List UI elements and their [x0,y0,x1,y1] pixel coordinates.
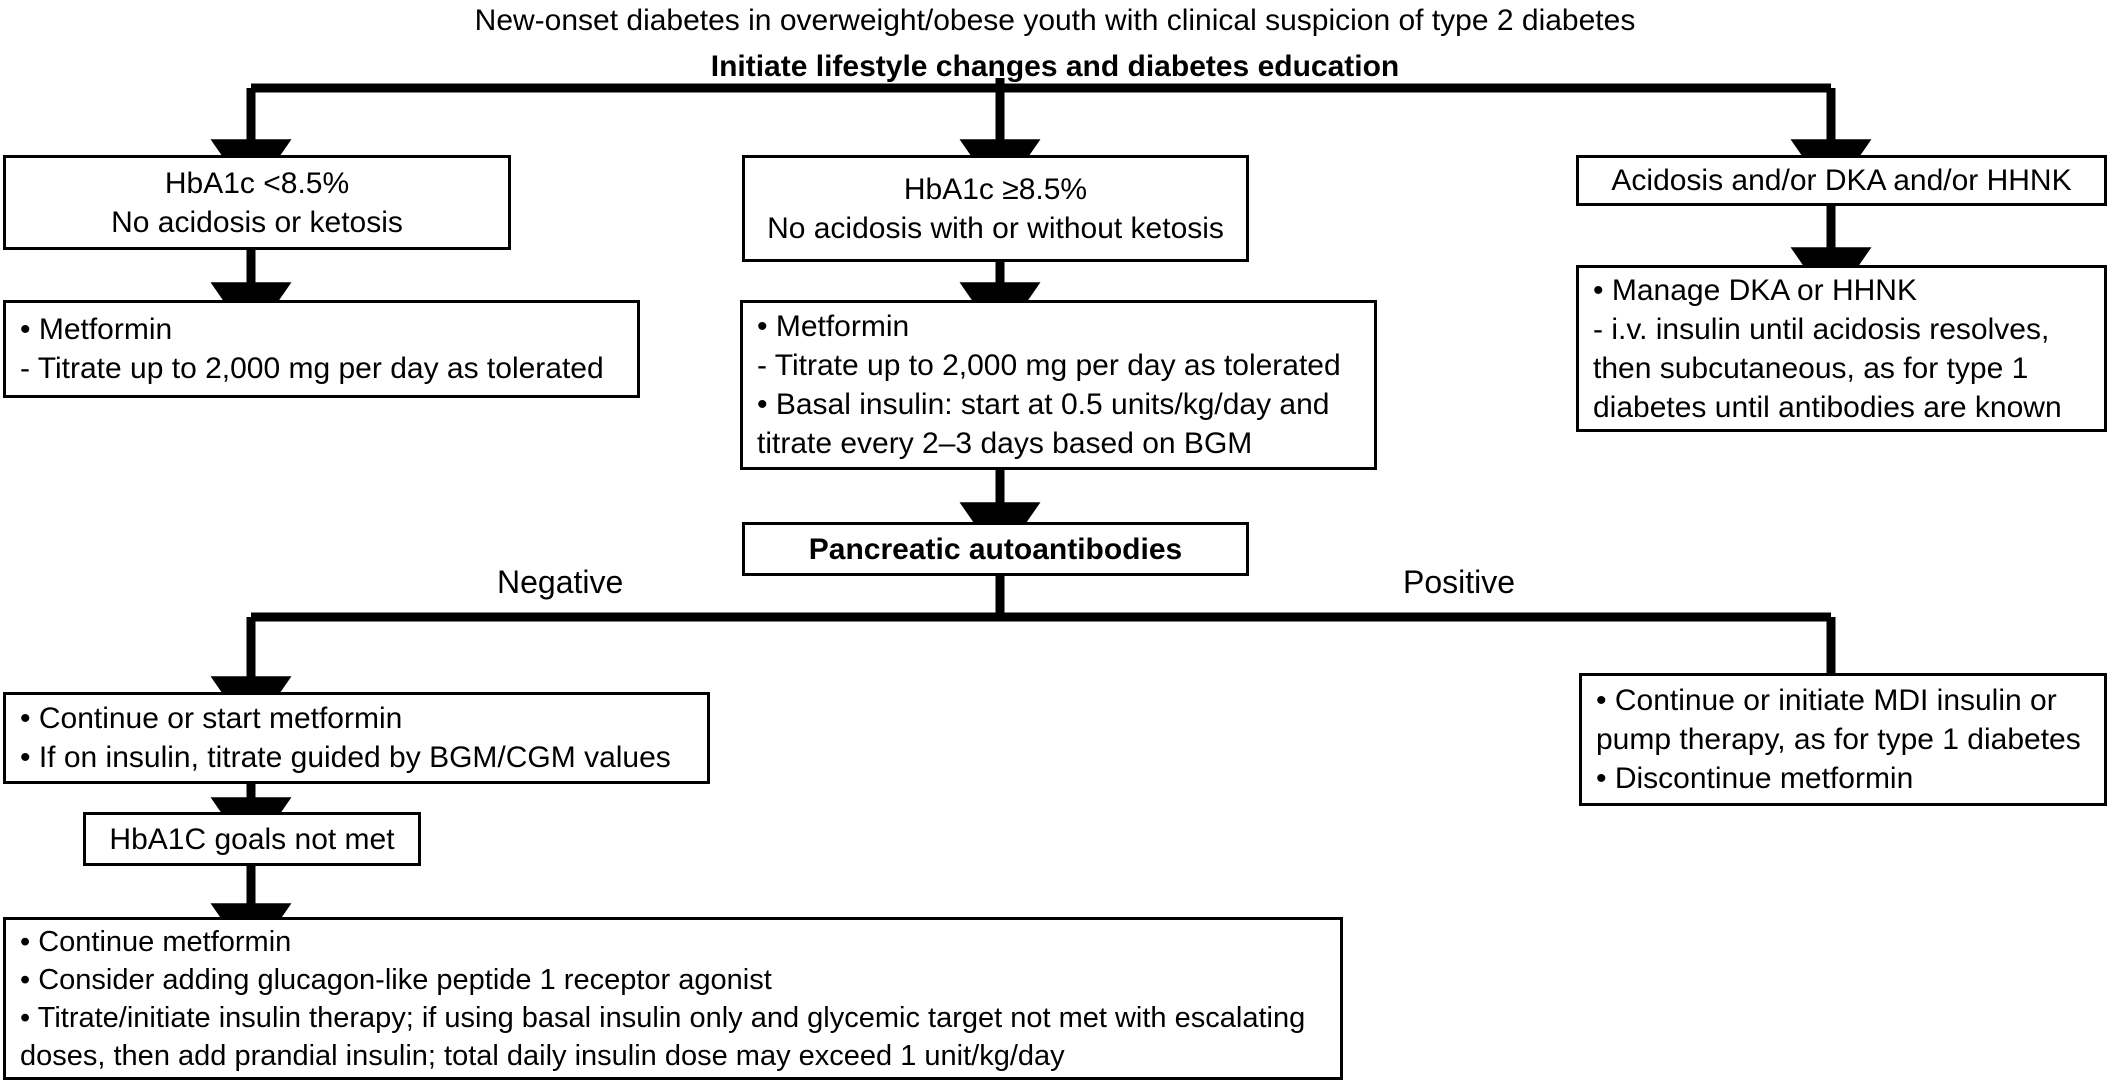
node-right-criteria[interactable]: Acidosis and/or DKA and/or HHNK [1576,155,2107,206]
figure-subtitle: Initiate lifestyle changes and diabetes … [710,50,1400,83]
node-mid-criteria-line-1: HbA1c ≥8.5% [903,172,1088,206]
node-autoantibodies-line-1: Pancreatic autoantibodies [808,532,1183,566]
node-left-treatment-line-1: • Metformin [20,313,173,346]
node-right-treatment[interactable]: • Manage DKA or HHNK - i.v. insulin unti… [1576,265,2107,432]
node-escalation-therapy[interactable]: • Continue metformin • Consider adding g… [3,917,1343,1080]
node-mid-treatment-line-2: - Titrate up to 2,000 mg per day as tole… [757,349,1341,382]
node-positive-branch[interactable]: • Continue or initiate MDI insulin or pu… [1579,673,2107,806]
node-positive-branch-line-2: pump therapy, as for type 1 diabetes [1596,723,2081,756]
node-escalation-line-4: doses, then add prandial insulin; total … [20,1039,1065,1072]
node-negative-branch-line-2: • If on insulin, titrate guided by BGM/C… [20,741,671,774]
node-mid-treatment-line-4: titrate every 2–3 days based on BGM [757,427,1253,460]
branch-label-negative: Negative [497,564,624,600]
node-negative-branch[interactable]: • Continue or start metformin • If on in… [3,692,710,784]
node-right-criteria-line-1: Acidosis and/or DKA and/or HHNK [1611,164,2072,197]
node-escalation-line-2: • Consider adding glucagon-like peptide … [20,963,772,996]
branch-label-positive: Positive [1403,564,1516,600]
node-negative-branch-line-1: • Continue or start metformin [20,702,403,735]
node-escalation-line-3: • Titrate/initiate insulin therapy; if u… [20,1001,1306,1034]
node-left-criteria-line-1: HbA1c <8.5% [164,166,350,200]
node-mid-treatment-line-3: • Basal insulin: start at 0.5 units/kg/d… [757,388,1330,421]
figure-title: New-onset diabetes in overweight/obese y… [474,4,1636,37]
node-positive-branch-line-3: • Discontinue metformin [1596,762,1914,795]
node-right-treatment-line-3: then subcutaneous, as for type 1 [1593,351,2029,385]
node-mid-criteria-line-2: No acidosis with or without ketosis [767,211,1224,245]
node-left-treatment-line-2: - Titrate up to 2,000 mg per day as tole… [20,352,604,385]
node-mid-treatment[interactable]: • Metformin - Titrate up to 2,000 mg per… [740,300,1377,470]
node-goals-not-met-line-1: HbA1C goals not met [109,822,395,856]
node-right-treatment-line-1: • Manage DKA or HHNK [1593,273,1917,307]
node-left-criteria[interactable]: HbA1c <8.5% No acidosis or ketosis [3,155,511,250]
node-hba1c-goals-not-met[interactable]: HbA1C goals not met [83,812,421,866]
node-mid-criteria[interactable]: HbA1c ≥8.5% No acidosis with or without … [742,155,1249,262]
node-escalation-line-1: • Continue metformin [20,925,292,958]
node-mid-treatment-line-1: • Metformin [757,310,910,343]
node-left-criteria-line-2: No acidosis or ketosis [111,205,403,239]
autoantibody-split-bus [210,576,1872,735]
node-right-treatment-line-4: diabetes until antibodies are known [1593,390,2062,424]
node-left-treatment[interactable]: • Metformin - Titrate up to 2,000 mg per… [3,300,640,398]
node-right-treatment-line-2: - i.v. insulin until acidosis resolves, [1593,312,2050,346]
node-pancreatic-autoantibodies[interactable]: Pancreatic autoantibodies [742,522,1249,576]
top-distribution-bus [210,78,1872,198]
node-positive-branch-line-1: • Continue or initiate MDI insulin or [1596,684,2057,717]
